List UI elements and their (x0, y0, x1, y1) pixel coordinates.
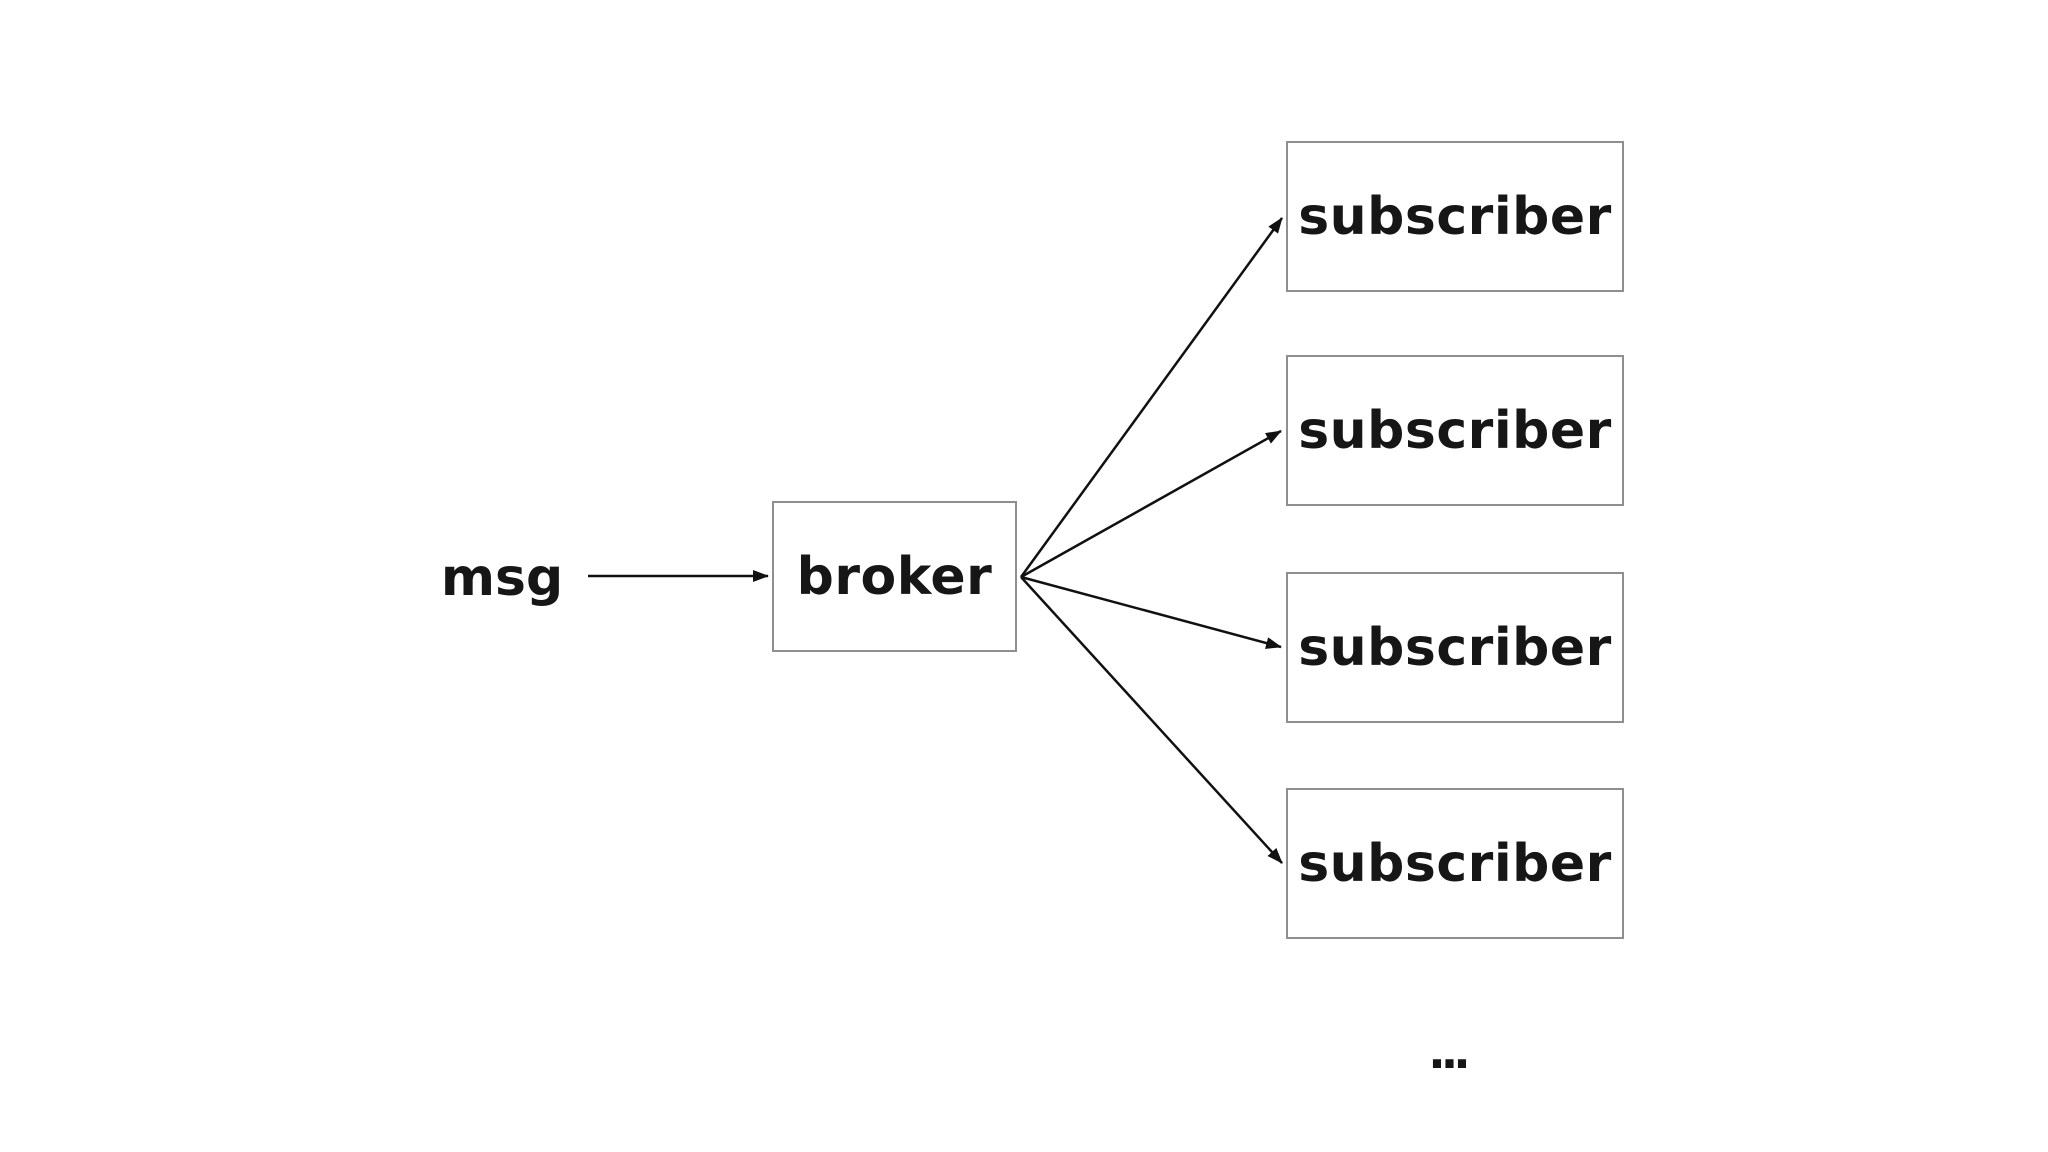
subscriber-label: subscriber (1298, 400, 1612, 461)
broker-node: broker (772, 501, 1017, 652)
broker-label: broker (796, 546, 993, 607)
arrow-broker-to-subscriber-2 (1020, 429, 1282, 579)
subscriber-node-2: subscriber (1286, 355, 1624, 506)
subscriber-node-3: subscriber (1286, 572, 1624, 723)
subscriber-label: subscriber (1298, 833, 1612, 894)
subscriber-label: subscriber (1298, 186, 1612, 247)
more-subscribers-ellipsis: ... (1428, 1025, 1470, 1079)
subscriber-node-1: subscriber (1286, 141, 1624, 292)
arrow-broker-to-subscriber-3 (1020, 575, 1282, 649)
subscriber-node-4: subscriber (1286, 788, 1624, 939)
message-label: msg (440, 548, 564, 608)
arrow-broker-to-subscriber-1 (1019, 217, 1284, 578)
subscriber-label: subscriber (1298, 617, 1612, 678)
arrow-broker-to-subscriber-4 (1020, 576, 1283, 864)
